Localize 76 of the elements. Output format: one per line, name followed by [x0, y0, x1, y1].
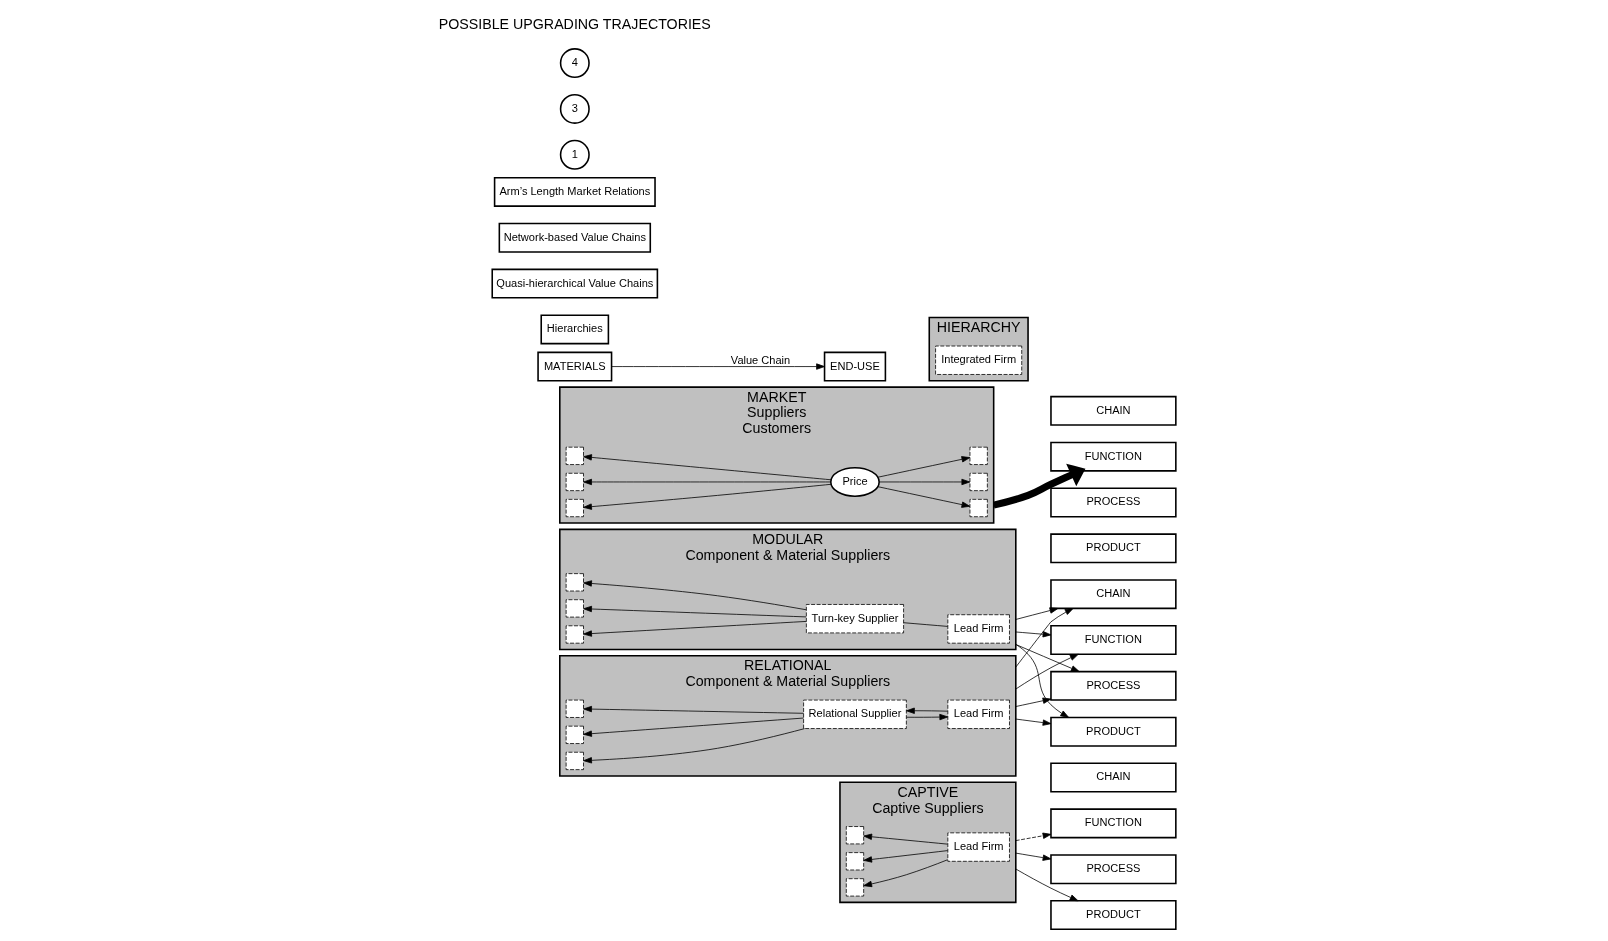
node-box: Integrated Firm: [935, 345, 1023, 375]
node-box: PROCESS: [1050, 854, 1177, 885]
connector: [903, 622, 949, 627]
arrow: [863, 850, 948, 863]
arrow: [1015, 643, 1070, 718]
arrow: [1015, 644, 1080, 672]
arrow: [1015, 653, 1079, 690]
node-box: [969, 472, 988, 492]
node-box: PRODUCT: [1050, 900, 1177, 931]
arrow: [877, 486, 971, 508]
arrow: [992, 463, 1086, 509]
node-box: Lead Firm: [947, 699, 1010, 729]
node-box: [845, 878, 865, 897]
node-box: [565, 446, 584, 465]
arrow: [611, 363, 825, 370]
arrow: [1015, 631, 1052, 638]
arrow: [1015, 608, 1074, 668]
arrow: [877, 456, 971, 478]
label: POSSIBLE UPGRADING TRAJECTORIES: [438, 16, 711, 33]
arrow: [1015, 868, 1079, 902]
arrow: [583, 454, 832, 481]
arrow: [583, 605, 807, 618]
arrow: [1015, 832, 1052, 841]
node-box: END-USE: [823, 351, 887, 382]
arrow: [878, 478, 971, 486]
arrow: [906, 707, 949, 714]
node-box: Hierarchies: [540, 314, 610, 345]
edge-label: Value Chain: [730, 353, 791, 366]
node-box: CHAIN: [1050, 579, 1177, 610]
node-box: Network-based Value Chains: [498, 222, 652, 253]
arrow: [583, 728, 805, 764]
node-circle: 1: [559, 139, 590, 170]
arrow: [1015, 718, 1052, 726]
node-box: [565, 751, 584, 771]
arrow: [583, 621, 807, 637]
node-circle: 3: [559, 93, 590, 124]
node-ellipse: Price: [830, 466, 880, 497]
node-box: PROCESS: [1050, 487, 1177, 518]
arrow: [863, 859, 948, 888]
node-box: [565, 725, 584, 744]
node-box: FUNCTION: [1050, 808, 1177, 839]
node-box: [565, 498, 584, 518]
node-box: CHAIN: [1050, 395, 1177, 426]
node-box: [565, 699, 584, 718]
arrow: [1015, 852, 1052, 861]
node-box: PRODUCT: [1050, 716, 1177, 747]
node-box: MATERIALS: [537, 351, 613, 382]
arrow: [863, 833, 948, 845]
node-box: FUNCTION: [1050, 441, 1177, 472]
node-box: [565, 472, 584, 492]
node-box: FUNCTION: [1050, 625, 1177, 656]
node-box: Quasi-hierarchical Value Chains: [491, 268, 659, 299]
arrow: [1015, 697, 1052, 707]
arrow: [906, 713, 949, 721]
node-circle: 4: [559, 48, 590, 79]
node-box: [969, 498, 988, 518]
arrow: [1015, 607, 1059, 620]
node-box: [969, 446, 988, 465]
node-box: Turn-key Supplier: [805, 604, 904, 634]
node-box: [565, 573, 584, 592]
arrow: [583, 705, 804, 714]
arrow: [583, 478, 832, 486]
node-box: CHAIN: [1050, 762, 1177, 793]
node-box: Lead Firm: [947, 614, 1010, 644]
node-box: [845, 852, 865, 871]
node-box: Lead Firm: [947, 832, 1010, 862]
node-box: [565, 625, 584, 644]
arrow: [583, 580, 807, 611]
arrow: [583, 483, 832, 510]
node-box: Arm’s Length Market Relations: [493, 176, 656, 207]
node-box: PROCESS: [1050, 670, 1177, 701]
node-box: [565, 599, 584, 618]
node-box: Relational Supplier: [803, 699, 907, 729]
arrow: [583, 717, 804, 737]
node-box: PRODUCT: [1050, 533, 1177, 564]
node-box: [845, 826, 865, 845]
